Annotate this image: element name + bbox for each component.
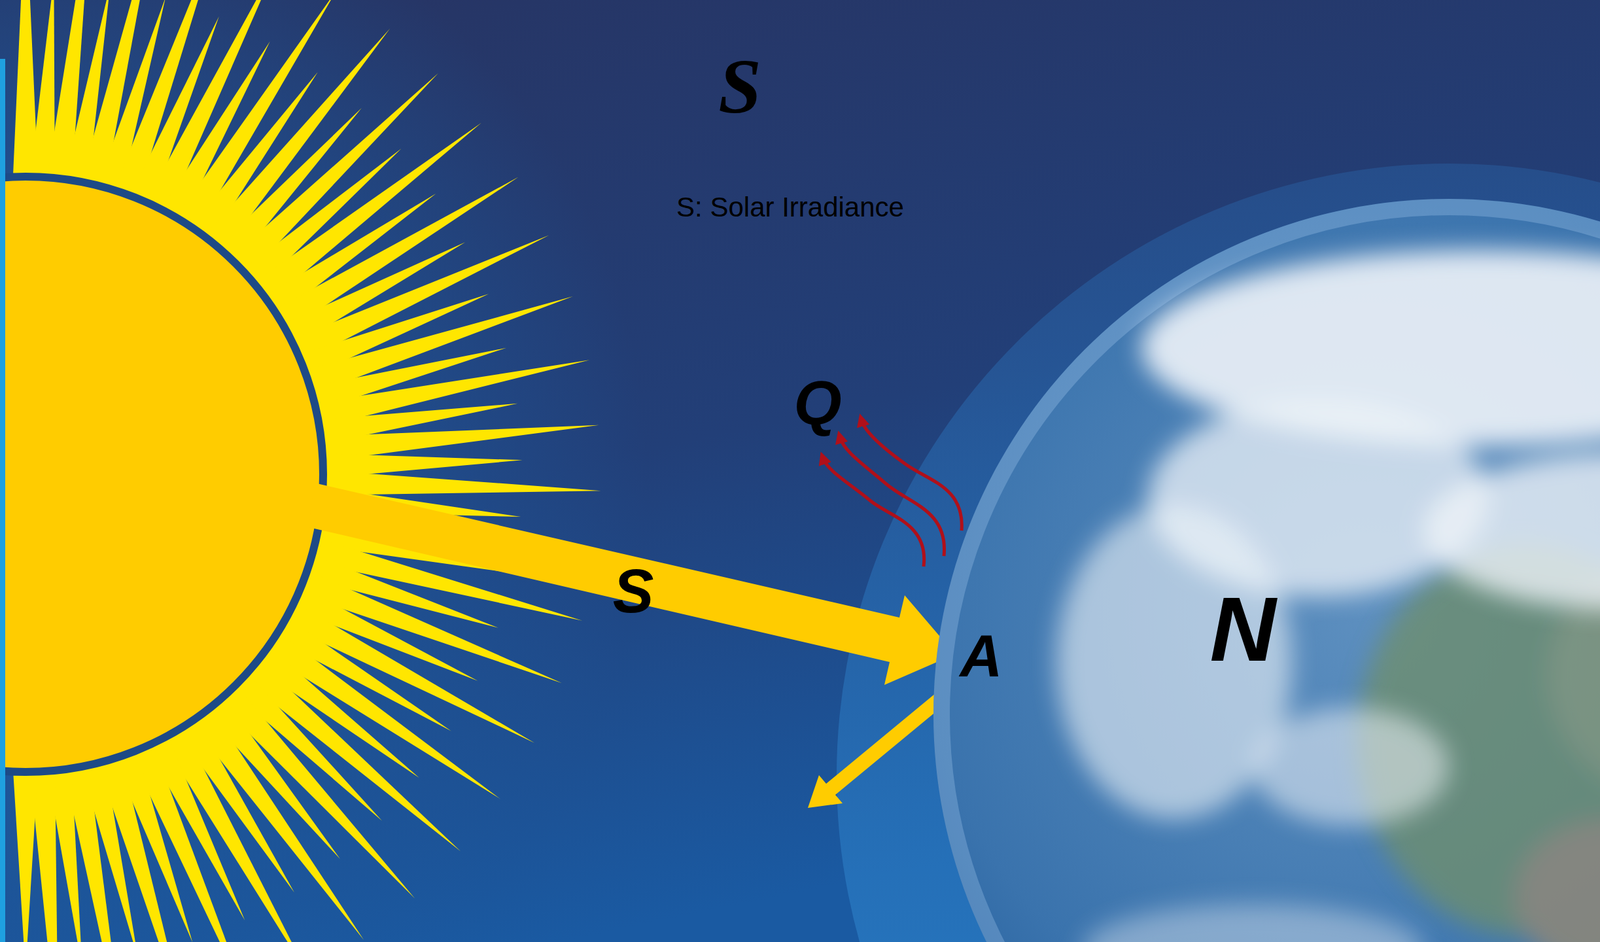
sun-ray (12, 762, 39, 942)
symbol-label: S (718, 42, 762, 132)
flux-label: S (612, 556, 655, 627)
sun-ray (312, 469, 602, 496)
edge-bar (0, 58, 6, 942)
legend-note: S: Solar Irradiance (676, 191, 905, 224)
earth-node: N (933, 198, 1600, 942)
sun-glow (0, 0, 647, 942)
albedo-label: A (960, 622, 1003, 691)
incoming-solar-arrow (308, 482, 956, 685)
earth-globe (933, 198, 1600, 942)
heat-waves (822, 419, 962, 567)
sun-ray (125, 733, 250, 942)
sun-disk (0, 176, 324, 772)
atmosphere-halo (836, 163, 1600, 942)
node-text: N (1209, 576, 1276, 683)
flux-label: Q (793, 367, 842, 439)
